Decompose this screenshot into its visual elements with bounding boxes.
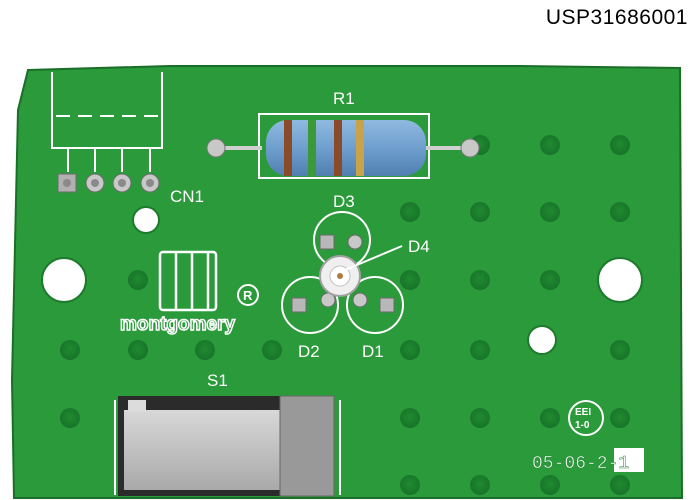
d1-label: D1 [362,342,384,361]
s1-label: S1 [207,371,228,390]
cert-line-2: 1-0 [575,420,590,431]
cn1-label: CN1 [170,187,204,206]
logo-text: montgomery [120,314,236,335]
date-code-highlight [614,448,644,472]
cert-line-1: EEI [575,407,591,418]
connector-cn1 [51,72,163,193]
led-cluster [281,211,404,334]
mounting-holes [41,206,643,355]
date-code: 05-06-2-1 [532,454,629,474]
r1-label: R1 [333,89,355,108]
d3-label: D3 [333,192,355,211]
switch-s1 [114,395,341,497]
via-grid [60,135,630,495]
part-number-label: USP31686001 [545,6,688,29]
montgomery-logo-icon [158,250,259,312]
resistor-r1 [206,113,480,179]
eei-cert-mark [568,400,604,436]
registered-mark: R [243,288,253,303]
d4-label: D4 [408,237,430,256]
d2-label: D2 [298,342,320,361]
